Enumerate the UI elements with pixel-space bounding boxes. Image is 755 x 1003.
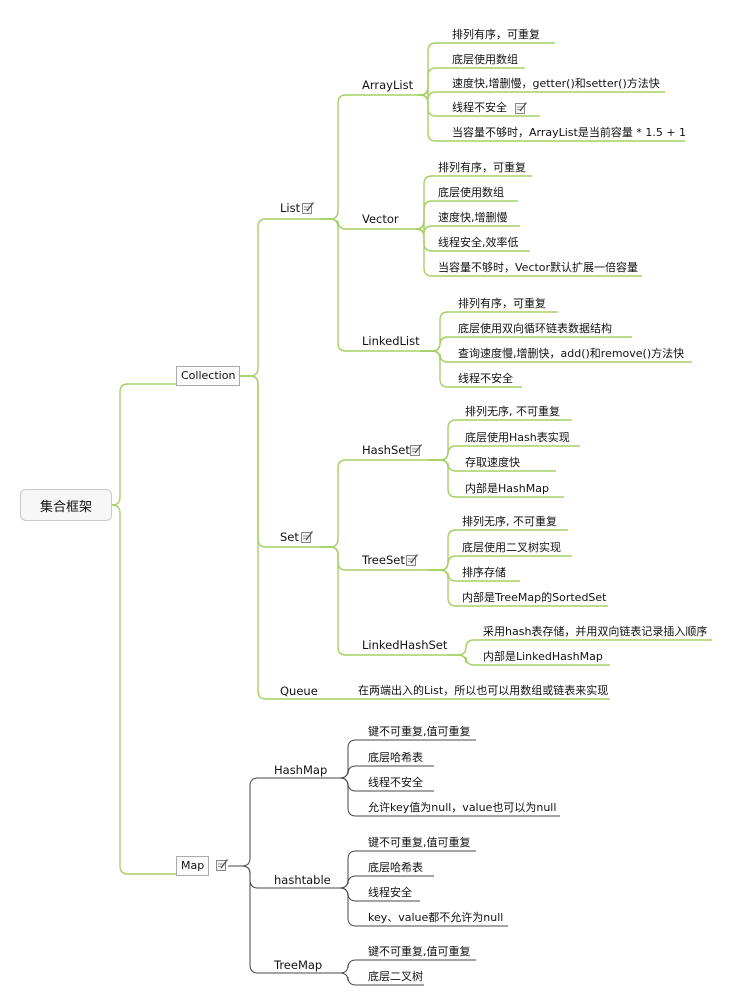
leaf-text: 速度快,增删慢，getter()和setter()方法快 bbox=[452, 77, 660, 90]
list-connector bbox=[320, 218, 420, 352]
leaf-text: 排列无序, 不可重复 bbox=[462, 515, 557, 528]
leaf-text: 内部是TreeMap的SortedSet bbox=[462, 591, 607, 604]
map-connector bbox=[228, 865, 336, 974]
linkedhashset-label: LinkedHashSet bbox=[362, 638, 448, 652]
treeset-leaves bbox=[428, 569, 608, 607]
hashmap-leaves bbox=[336, 777, 560, 817]
queue-description: 在两端出入的List，所以也可以用数组或链表来实现 bbox=[358, 684, 609, 697]
leaf-text: 线程不安全 bbox=[452, 101, 507, 114]
vector-leaves bbox=[415, 228, 642, 277]
leaf-text: 内部是HashMap bbox=[465, 482, 549, 495]
arraylist-leaves bbox=[418, 86, 665, 101]
collection-connector bbox=[238, 218, 320, 377]
hashtable-label: hashtable bbox=[274, 873, 331, 887]
leaf-text: 速度快,增删慢 bbox=[438, 211, 508, 224]
hashset-leaves bbox=[428, 459, 564, 498]
note-icon bbox=[515, 102, 527, 114]
arraylist-label: ArrayList bbox=[362, 78, 414, 92]
set-connector bbox=[320, 459, 428, 548]
hashmap-label: HashMap bbox=[274, 763, 328, 777]
note-icon bbox=[406, 554, 418, 566]
collection-node: Collection bbox=[176, 366, 241, 386]
leaf-text: 当容量不够时，ArrayList是当前容量 * 1.5 + 1 bbox=[452, 126, 687, 139]
treemap-leaves bbox=[336, 959, 476, 974]
set-label: Set bbox=[280, 530, 299, 544]
treeset-label: TreeSet bbox=[362, 553, 405, 567]
leaf-text: 底层使用双向循环链表数据结构 bbox=[458, 322, 612, 335]
hashtable-leaves bbox=[336, 887, 508, 927]
leaf-text: 键不可重复,值可重复 bbox=[368, 836, 471, 849]
leaf-text: 线程安全,效率低 bbox=[438, 236, 519, 249]
leaf-text: 底层使用Hash表实现 bbox=[465, 431, 570, 444]
leaf-text: 键不可重复,值可重复 bbox=[368, 725, 471, 738]
leaf-text: 底层哈希表 bbox=[368, 751, 423, 764]
hashset-label: HashSet bbox=[362, 443, 410, 457]
leaf-text: 内部是LinkedHashMap bbox=[483, 650, 603, 663]
map-label: Map bbox=[181, 859, 205, 872]
linkedlist-leaves bbox=[420, 350, 522, 388]
leaf-text: 底层使用二叉树实现 bbox=[462, 541, 561, 554]
treemap-label: TreeMap bbox=[274, 958, 323, 972]
note-icon bbox=[216, 859, 228, 871]
map-connector bbox=[228, 777, 336, 867]
leaf-text: 线程不安全 bbox=[458, 372, 513, 385]
note-icon bbox=[301, 531, 313, 543]
leaf-text: 排序存储 bbox=[462, 566, 506, 579]
linkedhashset-leaves bbox=[446, 639, 712, 656]
leaf-text: 底层二叉树 bbox=[368, 970, 423, 983]
treeset-leaves bbox=[428, 555, 572, 571]
linkedlist-leaves bbox=[420, 336, 632, 352]
linkedlist-label: LinkedList bbox=[362, 334, 420, 348]
leaf-text: 允许key值为null，value也可以为null bbox=[368, 801, 557, 814]
hashset-leaves bbox=[428, 445, 580, 461]
list-connector bbox=[320, 94, 418, 220]
leaf-text: 排列有序，可重复 bbox=[438, 161, 526, 174]
hashtable-leaves bbox=[336, 875, 434, 889]
leaf-text: 采用hash表存储，并用双向链表记录插入顺序 bbox=[483, 625, 708, 638]
linkedhashset-leaves bbox=[446, 654, 610, 666]
list-label: List bbox=[280, 201, 301, 215]
leaf-text: 底层哈希表 bbox=[368, 861, 423, 874]
root-node: 集合框架 bbox=[20, 489, 112, 521]
leaf-text: 存取速度快 bbox=[465, 456, 520, 469]
leaf-text: key、value都不允许为null bbox=[368, 911, 504, 924]
leaf-text: 线程安全 bbox=[368, 886, 412, 899]
note-icon bbox=[302, 202, 314, 214]
collection-connector bbox=[238, 375, 320, 548]
leaf-text: 查询速度慢,增删快，add()和remove()方法快 bbox=[458, 347, 685, 360]
collection-label: Collection bbox=[181, 369, 236, 382]
root-connector bbox=[111, 504, 178, 875]
vector-label: Vector bbox=[362, 212, 399, 226]
leaf-text: 线程不安全 bbox=[368, 776, 423, 789]
leaf-text: 排列有序，可重复 bbox=[458, 297, 546, 310]
arraylist-leaves bbox=[418, 94, 685, 142]
leaf-text: 当容量不够时，Vector默认扩展一倍容量 bbox=[438, 261, 639, 274]
root-connector bbox=[111, 383, 238, 506]
queue-label: Queue bbox=[280, 684, 318, 698]
hashmap-leaves bbox=[336, 765, 434, 779]
leaf-text: 排列有序，可重复 bbox=[452, 28, 540, 41]
note-icon bbox=[410, 444, 422, 456]
treemap-leaves bbox=[336, 972, 424, 986]
collection-connector bbox=[238, 375, 346, 700]
set-connector bbox=[320, 546, 446, 656]
leaf-text: 键不可重复,值可重复 bbox=[368, 945, 471, 958]
root-label: 集合框架 bbox=[39, 499, 92, 515]
leaf-text: 底层使用数组 bbox=[438, 186, 504, 199]
leaf-text: 底层使用数组 bbox=[452, 53, 518, 66]
leaf-text: 排列无序, 不可重复 bbox=[465, 405, 560, 418]
map-node: Map bbox=[176, 856, 210, 876]
